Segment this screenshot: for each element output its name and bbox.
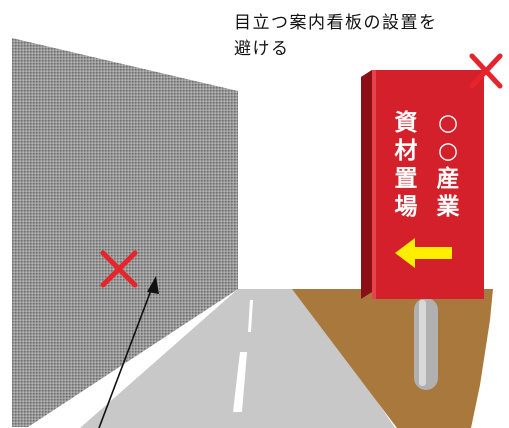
sign-char-company-4: 業 <box>436 193 461 220</box>
sign-board-side <box>361 70 372 299</box>
caption: 目立つ案内看板の設置を 避ける <box>234 10 504 62</box>
sign-char-company-3: 産 <box>437 165 460 192</box>
caption-line-2: 避ける <box>234 39 290 59</box>
sign-char-place-1: 資 <box>395 109 418 136</box>
pointer-arrow-line <box>98 284 154 428</box>
road-center-dash <box>248 300 253 332</box>
sign-pole-highlight <box>419 300 426 386</box>
sign-char-company-1: ○ <box>438 110 458 136</box>
sign-char-place-4: 場 <box>395 194 418 220</box>
cross-mark-icon <box>469 53 503 89</box>
road-center-dash <box>233 352 247 412</box>
roadside-ground <box>292 289 493 428</box>
sign-char-place-2: 材 <box>395 138 418 164</box>
pointer-arrowhead <box>147 276 159 294</box>
caption-line-1: 目立つ案内看板の設置を <box>234 13 438 33</box>
sign-board-face <box>372 70 484 299</box>
sign-char-place-3: 置 <box>395 166 418 192</box>
road <box>80 289 395 428</box>
sign-board-edge <box>372 70 376 299</box>
wall-panel <box>12 38 238 427</box>
cross-mark-icon <box>100 250 138 288</box>
sign-char-company-2: ○ <box>438 138 458 164</box>
left-arrow-icon <box>395 238 452 268</box>
